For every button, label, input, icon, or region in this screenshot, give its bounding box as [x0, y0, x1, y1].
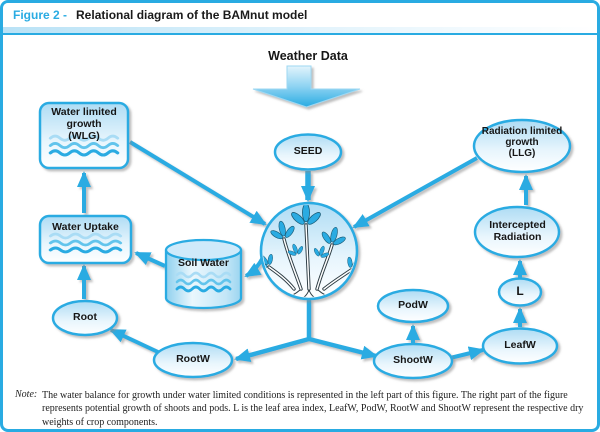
seed-node	[273, 133, 343, 171]
note-text: The water balance for growth under water…	[42, 390, 584, 428]
diagram-canvas	[38, 65, 572, 380]
root-node	[51, 299, 119, 337]
connector-arrows	[77, 140, 533, 363]
l-node	[497, 277, 543, 307]
title-separator	[3, 27, 597, 35]
arrow-junction-to-rootw	[234, 336, 310, 363]
shootw-node	[372, 342, 454, 380]
intercepted-radiation-node	[473, 205, 561, 259]
figure-title: Relational diagram of the BAMnut model	[76, 8, 308, 22]
arrow-soilwater-to-wateruptake	[134, 251, 166, 268]
weather-big-arrow	[252, 65, 361, 108]
arrow-rootw-to-root	[109, 328, 159, 354]
podw-node	[376, 288, 450, 324]
figure-note: Note: The water balance for growth under…	[15, 389, 593, 429]
leafw-node	[481, 327, 559, 365]
plant-node	[259, 201, 359, 301]
wlg-node	[38, 101, 130, 170]
rootw-node	[152, 341, 234, 379]
water-uptake-node	[38, 214, 133, 265]
note-label: Note:	[15, 389, 38, 400]
arrow-shootw-to-leafw	[449, 346, 485, 361]
arrow-llg-to-plant	[352, 156, 478, 229]
figure-number-label: Figure 2 -	[13, 8, 68, 22]
arrow-junction-to-shootw	[308, 336, 378, 360]
soil-water-node	[164, 238, 243, 310]
arrow-wlg-to-plant	[128, 140, 267, 226]
llg-node	[472, 118, 572, 174]
title-bar: Figure 2 - Relational diagram of the BAM…	[3, 3, 597, 27]
plant-illustration	[263, 205, 355, 297]
